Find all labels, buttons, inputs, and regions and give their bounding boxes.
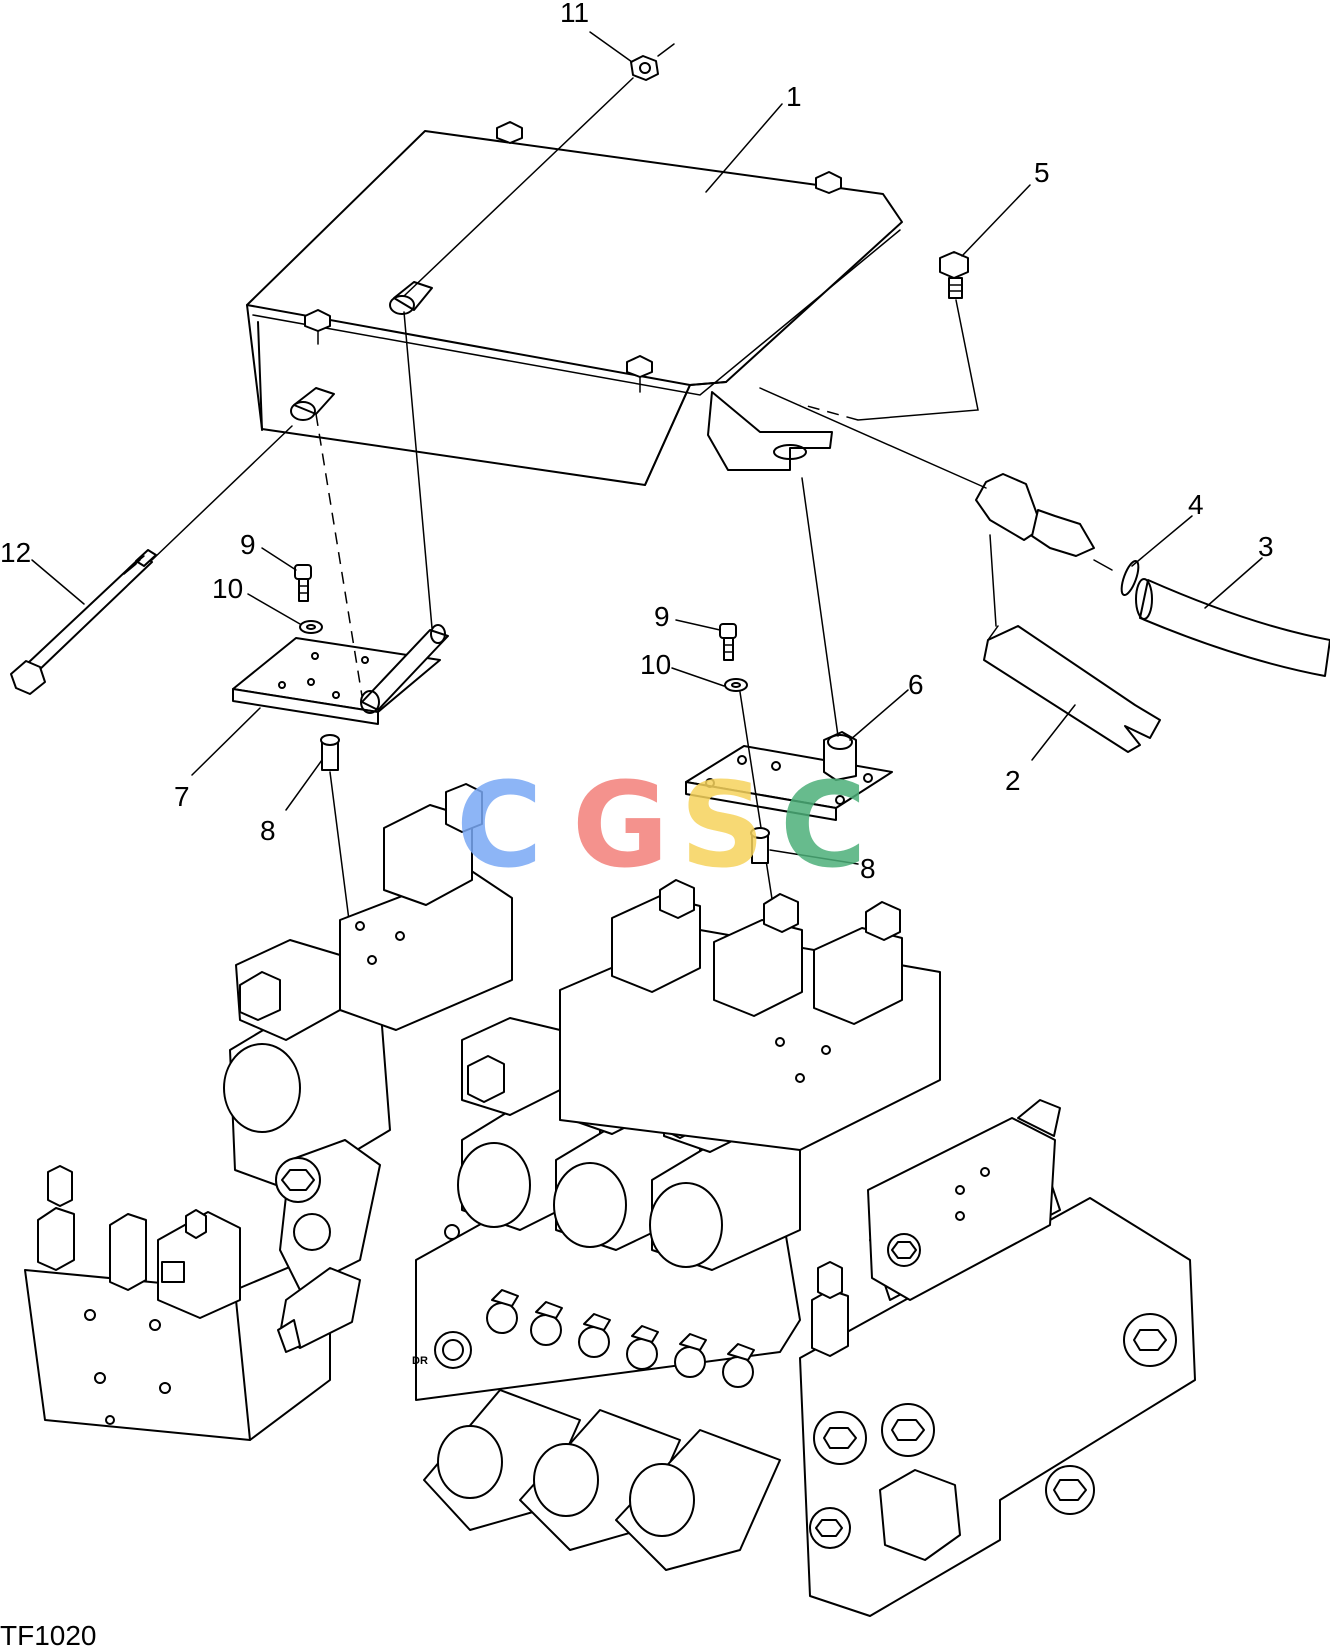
part-11-nut <box>403 43 675 297</box>
part-12-long-bolt <box>10 425 293 695</box>
callout-3: 3 <box>1258 531 1274 562</box>
part-9-screw-left <box>294 564 312 602</box>
callout-1: 1 <box>786 81 802 112</box>
part-9-screw-right <box>719 623 737 661</box>
watermark-letter-g: G <box>572 756 669 894</box>
callout-8-left: 8 <box>260 815 276 846</box>
figure-id: TF1020 <box>0 1620 97 1650</box>
valve-block-assembly: DR <box>24 783 1196 1617</box>
callout-9-right: 9 <box>654 601 670 632</box>
block-stamp: DR <box>412 1355 428 1367</box>
part-8-sleeve-left <box>320 734 351 929</box>
callout-10-left: 10 <box>212 573 243 604</box>
fitting-row <box>486 1289 755 1388</box>
watermark-letter-c1: C <box>456 756 543 894</box>
part-5-bolt <box>799 251 979 421</box>
part-1-control-box <box>246 121 903 486</box>
watermark: C G S C <box>456 756 867 894</box>
callout-12: 12 <box>0 537 31 568</box>
callout-5: 5 <box>1034 157 1050 188</box>
callout-11: 11 <box>560 0 589 28</box>
callout-4: 4 <box>1188 489 1204 520</box>
callout-8-right: 8 <box>860 853 876 884</box>
callout-10-right: 10 <box>640 649 671 680</box>
leader-lines <box>31 31 1263 865</box>
part-7-bracket <box>232 311 449 725</box>
part-3-cable-hose <box>1135 578 1330 677</box>
cable-connector <box>759 387 1113 571</box>
part-6-bracket <box>685 477 893 821</box>
part-2-clip <box>983 534 1161 753</box>
part-8-sleeve-right <box>750 827 770 864</box>
part-4-seal-ring <box>1120 559 1140 597</box>
part-10-washer-left <box>299 620 323 634</box>
watermark-letter-c2: C <box>780 756 867 894</box>
callout-2: 2 <box>1005 765 1021 796</box>
callout-7: 7 <box>174 781 190 812</box>
watermark-letter-s: S <box>680 756 765 894</box>
callout-labels: 11 1 5 4 3 2 6 7 8 8 9 9 10 10 12 <box>0 0 1274 884</box>
callout-6: 6 <box>908 669 924 700</box>
callout-9-left: 9 <box>240 529 256 560</box>
